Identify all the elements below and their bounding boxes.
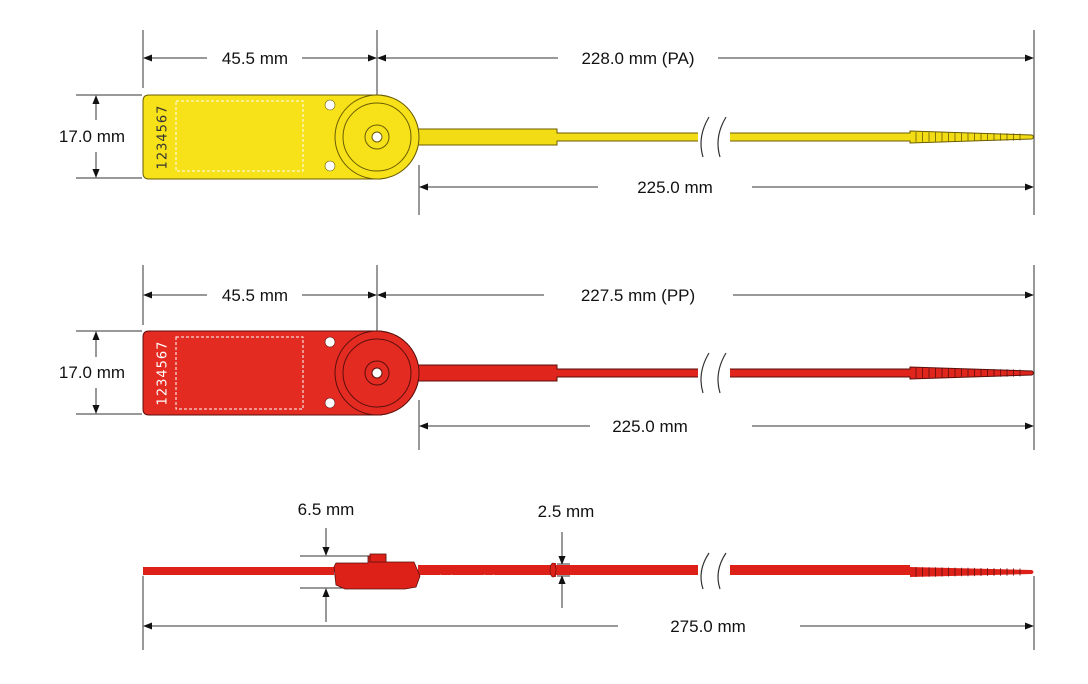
head-thickness-label: 6.5 mm (298, 500, 355, 519)
side-detail (439, 574, 453, 578)
strap-thickness-label: 2.5 mm (538, 502, 595, 521)
strap-length-label: 225.0 mm (612, 417, 688, 436)
hole (324, 160, 336, 172)
seal-pp: 45.5 mm 227.5 mm (PP) 17.0 mm 1234567 22… (59, 265, 1035, 450)
seal-pa: 45.5 mm 228.0 mm (PA) 17.0 mm 1234567 (59, 30, 1035, 215)
label-area (175, 336, 304, 410)
serial-number: 1234567 (156, 105, 171, 170)
hole (324, 99, 336, 111)
lock-ring (342, 338, 412, 408)
width-dimension-label: 45.5 mm (222, 49, 288, 68)
lock-inner-ring (364, 124, 390, 150)
total-length-label: 227.5 mm (PP) (581, 286, 695, 305)
side-detail (483, 574, 495, 578)
height-dimension-label: 17.0 mm (59, 127, 125, 146)
break-mark (698, 552, 730, 590)
strap-bead (549, 562, 557, 578)
height-dimension-label: 17.0 mm (59, 363, 125, 382)
overall-length-label: 275.0 mm (670, 617, 746, 636)
side-view: 6.5 mm 2.5 mm 275.0 mm (142, 500, 1035, 650)
label-area (175, 100, 304, 172)
lock-inner-ring (364, 360, 390, 386)
break-mark (698, 352, 730, 394)
side-strap-left (143, 567, 334, 575)
lock-hole (371, 367, 383, 379)
side-head-tab (369, 553, 387, 563)
width-dimension-label: 45.5 mm (222, 286, 288, 305)
serrated-tail (915, 368, 1021, 378)
serial-number: 1234567 (156, 341, 171, 406)
serrated-tail (915, 132, 1021, 142)
lock-ring (342, 102, 412, 172)
strap-length-label: 225.0 mm (637, 178, 713, 197)
hole (324, 336, 336, 348)
lock-hole (371, 131, 383, 143)
total-length-label: 228.0 mm (PA) (581, 49, 694, 68)
break-mark (698, 116, 730, 158)
hole (324, 397, 336, 409)
serrated-tail (915, 567, 1021, 577)
